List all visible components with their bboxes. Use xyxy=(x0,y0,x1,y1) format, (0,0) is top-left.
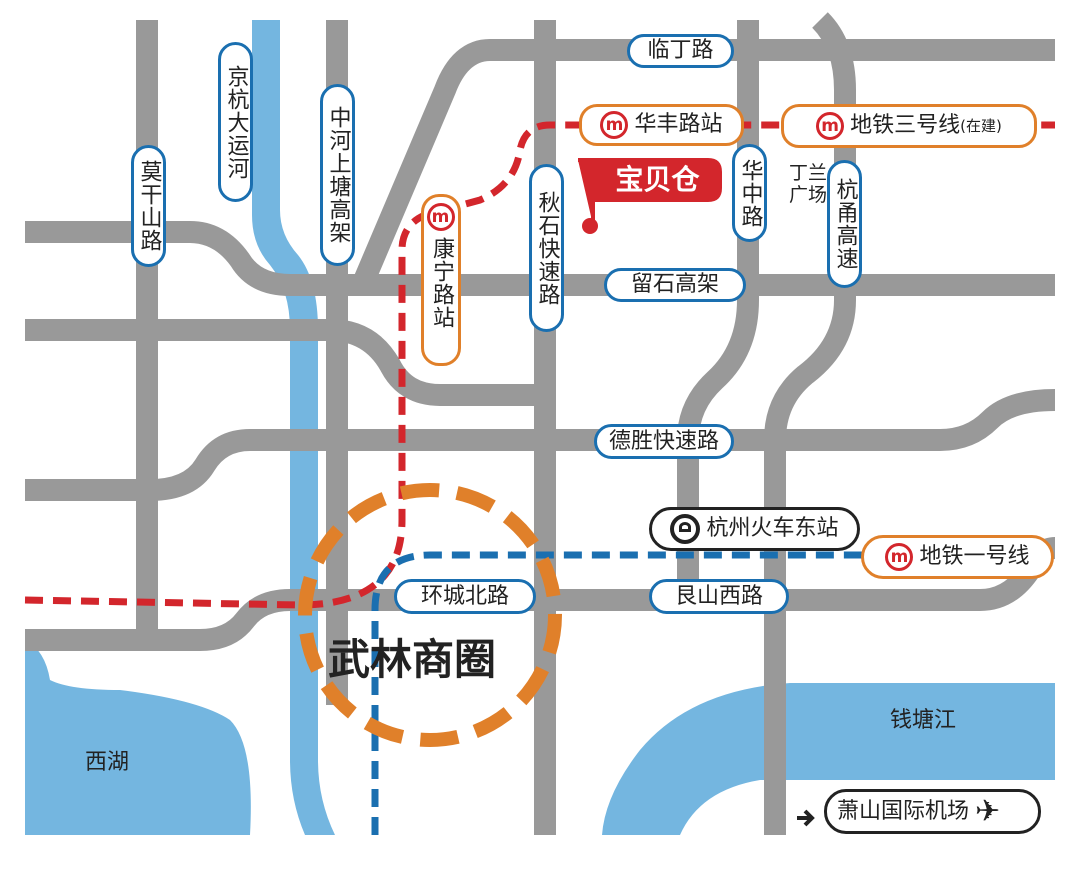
road-liushi xyxy=(25,221,1055,296)
road-linding xyxy=(349,39,1055,295)
qiantang-river xyxy=(602,683,1055,835)
district-label: 武林商圈 xyxy=(328,635,497,684)
road-label-moganshan: 莫干山路 xyxy=(131,145,166,267)
metro-logo-icon: m xyxy=(885,543,914,571)
brand-logo: 宝贝仓 xyxy=(615,163,700,196)
place-qiantang: 钱塘江 xyxy=(890,708,957,733)
road-label-huanchengbei: 环城北路 xyxy=(394,579,536,614)
place-line: 广场 xyxy=(788,184,827,206)
line-note: (在建) xyxy=(960,116,1002,135)
west-lake xyxy=(25,640,251,835)
metro-line-red xyxy=(24,121,1055,609)
road-label-huazhong: 华中路 xyxy=(732,144,767,242)
metro-logo-icon: m xyxy=(600,111,629,139)
place-dinglan: 丁兰 广场 xyxy=(788,162,828,206)
road-label-jinghang: 京杭大运河 xyxy=(218,42,253,202)
metro-logo-icon: m xyxy=(427,203,455,231)
district-ring xyxy=(298,483,562,747)
road-label-hangyong: 杭甬高速 xyxy=(827,160,862,288)
airport-name: 萧山国际机场 xyxy=(837,798,970,824)
metro-line-blue xyxy=(371,551,870,835)
station-name: 杭州火车东站 xyxy=(706,516,839,541)
metro-logo-icon: m xyxy=(816,112,845,140)
railway-station-label: 杭州火车东站 xyxy=(649,507,860,551)
airport-label: 萧山国际机场 ✈ xyxy=(824,789,1041,834)
line-name: 地铁一号线 xyxy=(919,544,1030,569)
grand-canal xyxy=(224,20,335,835)
road-label-zhonghe: 中河上塘高架 xyxy=(320,84,355,266)
road-huazhong xyxy=(677,20,759,600)
road-label-liushi: 留石高架 xyxy=(604,268,746,302)
road-desheng xyxy=(25,389,1056,501)
airplane-icon: ✈ xyxy=(975,793,1001,829)
arrow-right-icon xyxy=(797,809,815,827)
road-label-genshanxi: 艮山西路 xyxy=(649,579,789,614)
place-line: 丁兰 xyxy=(788,162,827,184)
line-name: 地铁三号线 xyxy=(850,113,961,138)
station-name: 华丰路站 xyxy=(634,112,723,137)
road-label-desheng: 德胜快速路 xyxy=(594,424,734,459)
road-label-qiushi: 秋石快速路 xyxy=(529,164,564,332)
railway-station-icon xyxy=(670,514,701,544)
brand-marker xyxy=(578,158,722,234)
road-label-linding: 临丁路 xyxy=(627,34,734,68)
station-kangning: m 康宁路站 xyxy=(421,194,461,366)
place-xihu: 西湖 xyxy=(85,750,130,775)
road-west-link xyxy=(25,319,545,406)
station-name: 康宁路站 xyxy=(429,237,454,329)
